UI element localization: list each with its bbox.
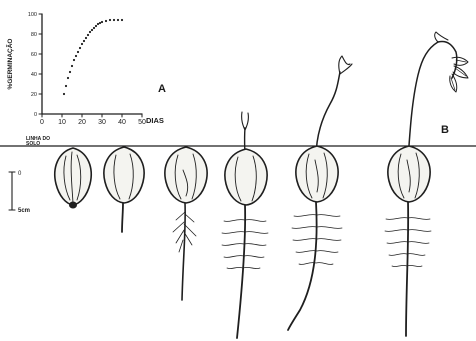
data-point <box>99 22 101 24</box>
data-point <box>63 93 65 95</box>
x-tick-label: 40 <box>118 119 126 126</box>
seedling-stage-2 <box>104 147 144 232</box>
x-tick-label: 30 <box>98 119 106 126</box>
data-point <box>69 71 71 73</box>
data-point <box>83 40 85 42</box>
y-tick-label: 20 <box>31 92 37 98</box>
y-tick-label: 40 <box>31 72 37 78</box>
scale-zero-label: 0 <box>18 171 22 177</box>
data-point <box>113 19 115 21</box>
data-point <box>79 47 81 49</box>
x-axis-label: DIAS <box>146 116 164 125</box>
seedling-stage-1 <box>55 148 91 209</box>
y-tick-label: 0 <box>34 112 37 118</box>
data-point <box>73 59 75 61</box>
seedling-stage-6 <box>385 32 468 336</box>
data-point <box>117 19 119 21</box>
x-tick-label: 20 <box>78 119 86 126</box>
hilum <box>69 202 77 209</box>
y-tick-labels: 0 20 40 60 80 100 <box>28 12 42 118</box>
data-point <box>71 65 73 67</box>
data-point <box>89 31 91 33</box>
x-tick-label: 50 <box>138 119 146 126</box>
data-point <box>81 43 83 45</box>
y-tick-label: 60 <box>31 52 37 58</box>
data-point <box>97 23 99 25</box>
data-point <box>101 21 103 23</box>
data-point <box>109 19 111 21</box>
data-point <box>67 77 69 79</box>
x-tick-labels: 0 10 20 30 40 50 <box>40 114 146 126</box>
scale-label: 5cm <box>18 208 30 214</box>
panel-label-a: A <box>158 83 166 95</box>
y-tick-label: 80 <box>31 32 37 38</box>
seedling-stage-3 <box>165 147 207 300</box>
soil-line-label-2: SOLO <box>26 141 40 147</box>
data-point <box>65 85 67 87</box>
scale-bar: 0 5cm <box>9 171 30 214</box>
data-point <box>105 20 107 22</box>
data-point <box>75 55 77 57</box>
x-tick-label: 10 <box>58 119 66 126</box>
x-tick-label: 0 <box>40 119 44 126</box>
data-points <box>63 19 123 95</box>
panel-label-b: B <box>441 124 449 136</box>
data-point <box>121 19 123 21</box>
data-point <box>95 25 97 27</box>
data-point <box>85 37 87 39</box>
germination-chart: %GERMINAÇÃO DIAS 0 10 20 30 40 50 0 20 40 60 80 10… <box>5 12 164 126</box>
data-point <box>93 27 95 29</box>
seedling-stage-5 <box>288 56 352 330</box>
data-point <box>87 34 89 36</box>
data-point <box>91 29 93 31</box>
y-axis-label: %GERMINAÇÃO <box>5 39 14 90</box>
y-tick-label: 100 <box>28 12 37 18</box>
data-point <box>77 51 79 53</box>
